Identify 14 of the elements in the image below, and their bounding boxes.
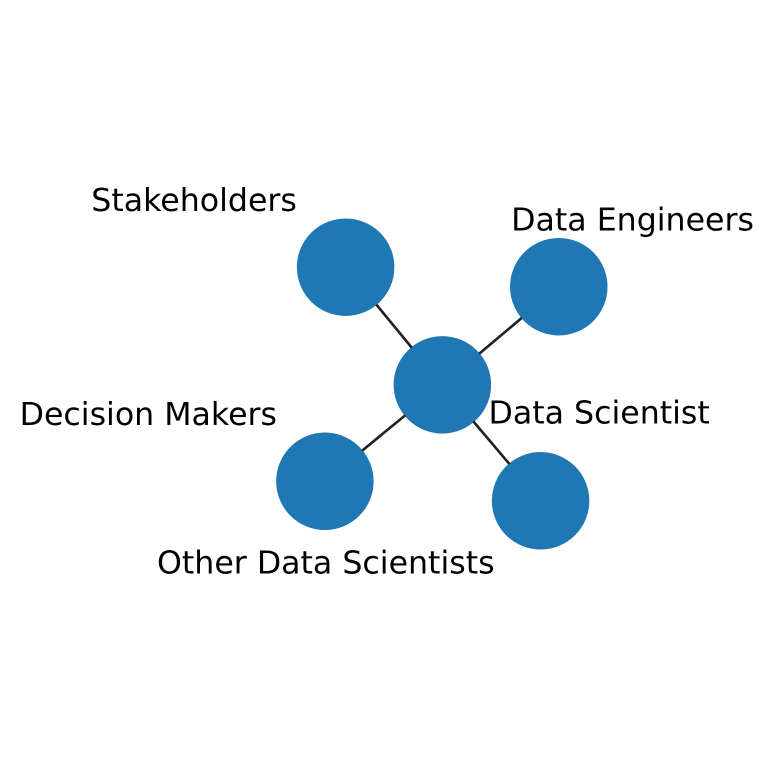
node-circle bbox=[510, 238, 608, 336]
node-label: Data Engineers bbox=[511, 202, 754, 238]
node-label: Data Scientist bbox=[488, 395, 710, 432]
node-circle bbox=[394, 336, 492, 434]
node-label: Stakeholders bbox=[91, 182, 297, 219]
node-label: Decision Makers bbox=[20, 396, 278, 433]
node-circle bbox=[492, 452, 590, 550]
node-label: Other Data Scientists bbox=[157, 546, 495, 582]
connector bbox=[375, 304, 413, 348]
node-circle bbox=[276, 432, 374, 530]
connector bbox=[361, 414, 406, 452]
connector bbox=[478, 316, 523, 355]
connector bbox=[472, 420, 510, 465]
node-circle bbox=[296, 218, 394, 316]
